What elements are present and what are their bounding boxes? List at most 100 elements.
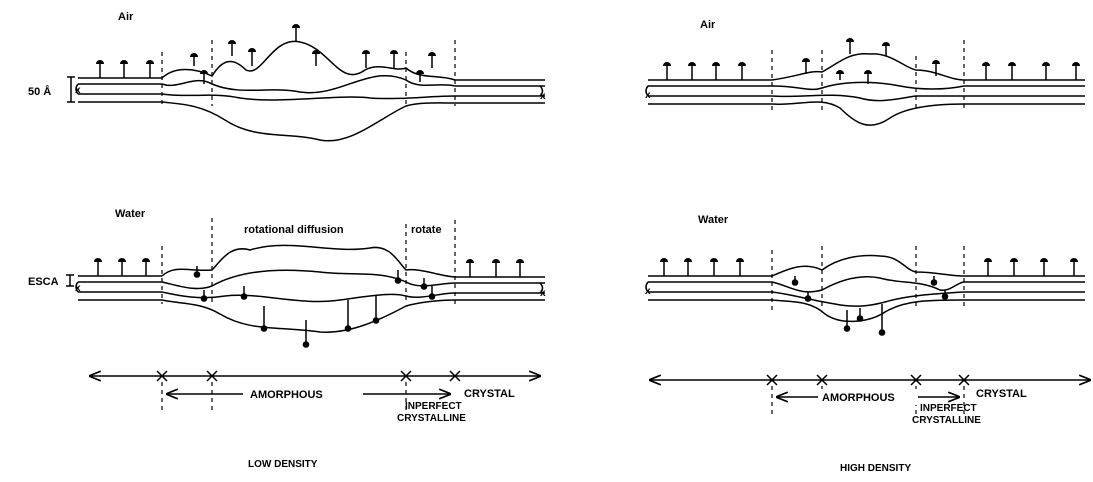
lollipop-pin-icon [710, 258, 718, 276]
hd-crystal-chains-right [964, 79, 1085, 105]
region-dividers-water-low [161, 218, 456, 304]
hd-chain-bottom [771, 101, 965, 126]
lollipop-pin-icon [344, 300, 352, 332]
hd-water-chain-3 [771, 291, 965, 307]
thickness-label: 50 Å [28, 85, 51, 98]
lollipop-pin-icon [302, 320, 310, 348]
rotational-diffusion-label: rotational diffusion [244, 224, 344, 236]
lollipop-pin-icon [193, 266, 201, 278]
hd-chain-3 [771, 94, 964, 102]
lollipop-pin-icon [190, 53, 198, 66]
region-dividers-water-high [771, 246, 965, 310]
water-crystal-chains-left [78, 275, 162, 301]
lollipop-pin-icon [1010, 258, 1018, 276]
lollipop-pin-icon [228, 40, 236, 56]
lollipop-pin-icon [1008, 62, 1016, 80]
hd-chain-2 [771, 81, 965, 91]
chain-end-mark-left: x [75, 85, 81, 96]
lollipop-pin-icon [146, 60, 154, 78]
water-label-left: Water [115, 208, 146, 220]
surface-groups-water-low [94, 258, 524, 348]
lollipop-pin-icon [878, 304, 886, 336]
amorphous-chain-3 [161, 93, 456, 101]
lollipop-pin-icon [1072, 62, 1080, 80]
hd-water-crystal-chains-left [648, 275, 772, 301]
lollipop-pin-icon [390, 50, 398, 68]
air-label-right: Air [700, 19, 716, 31]
low-density-title: LOW DENSITY [248, 459, 318, 470]
lollipop-pin-icon [292, 24, 300, 42]
lollipop-pin-icon [420, 278, 428, 290]
region-dividers-air-low [161, 40, 456, 106]
amorphous-chain-2 [161, 75, 456, 94]
amorphous-label-bg-left [243, 386, 363, 402]
esca-label: ESCA [28, 276, 59, 288]
lollipop-pin-icon [200, 70, 208, 84]
hd-chain-end-mark-left: x [645, 90, 651, 101]
lollipop-pin-icon [738, 62, 746, 80]
lollipop-pin-icon [984, 258, 992, 276]
lollipop-pin-icon [846, 38, 854, 54]
high-density-panel: Air x Water x [645, 19, 1090, 474]
surface-groups-air-low [96, 24, 436, 84]
lollipop-pin-icon [882, 42, 890, 56]
amorphous-label-right: AMORPHOUS [822, 392, 895, 404]
crystal-label-left: CRYSTAL [464, 388, 515, 400]
low-density-air-diagram: Air 50 Å x x [28, 11, 546, 142]
lollipop-pin-icon [688, 62, 696, 80]
chain-fold-right [539, 85, 544, 97]
lollipop-pin-icon [1042, 62, 1050, 80]
low-density-water-diagram: Water rotational diffusion rotate ESCA x… [28, 208, 546, 348]
lollipop-pin-icon [428, 52, 436, 68]
lollipop-pin-icon [836, 70, 844, 80]
air-label-left: Air [118, 11, 134, 23]
low-density-region-scale: AMORPHOUS CRYSTAL INPERFECT CRYSTALLINE … [90, 371, 540, 470]
high-density-title: HIGH DENSITY [840, 463, 911, 474]
esca-depth-bracket-icon [66, 274, 74, 287]
amorphous-chain-bottom [161, 101, 456, 142]
water-chain-end-mark-left: x [75, 283, 81, 294]
chain-end-mark-right: x [540, 91, 546, 102]
region-scale-ticks [156, 370, 461, 382]
hd-region-scale-ticks [766, 374, 970, 386]
lollipop-pin-icon [240, 286, 248, 300]
lollipop-pin-icon [856, 308, 864, 322]
crystal-label-right: CRYSTAL [976, 388, 1027, 400]
crystal-chains-right [455, 79, 545, 104]
lollipop-pin-icon [932, 60, 940, 76]
hd-water-chain-end-mark-left: x [645, 286, 651, 297]
lollipop-pin-icon [660, 258, 668, 276]
lollipop-pin-icon [930, 276, 938, 286]
lollipop-pin-icon [428, 286, 436, 300]
lollipop-pin-icon [416, 70, 424, 82]
surface-groups-water-high [660, 258, 1078, 336]
lollipop-pin-icon [791, 276, 799, 286]
hd-water-chain-bottom [771, 299, 965, 323]
lollipop-pin-icon [802, 58, 810, 74]
lollipop-pin-icon [394, 270, 402, 284]
region-scale-dividers [161, 382, 407, 412]
imperfect-label-right: INPERFECT [920, 403, 977, 414]
hd-chain-fold-left [645, 85, 649, 97]
thickness-bracket-icon [67, 76, 75, 103]
crystal-chains-left [78, 77, 162, 103]
surface-groups-air-high [663, 38, 1080, 84]
water-chain-fold-left [75, 281, 79, 293]
amorphous-chain-top [161, 40, 456, 81]
water-crystal-chains-right [455, 276, 545, 301]
crystalline-label-left: CRYSTALLINE [397, 413, 466, 424]
imperfect-label-left: INPERFECT [405, 401, 462, 412]
hd-water-chain-top [771, 254, 965, 277]
lollipop-pin-icon [260, 306, 268, 332]
lollipop-pin-icon [864, 70, 872, 84]
water-chain-top [161, 244, 456, 278]
hd-water-crystal-chains-right [964, 275, 1085, 301]
lollipop-pin-icon [804, 292, 812, 302]
lollipop-pin-icon [142, 258, 150, 276]
low-density-panel: Air 50 Å x x Water [28, 11, 546, 470]
lollipop-pin-icon [712, 62, 720, 80]
hd-water-chain-2 [771, 276, 965, 293]
water-chain-bottom [161, 299, 456, 333]
